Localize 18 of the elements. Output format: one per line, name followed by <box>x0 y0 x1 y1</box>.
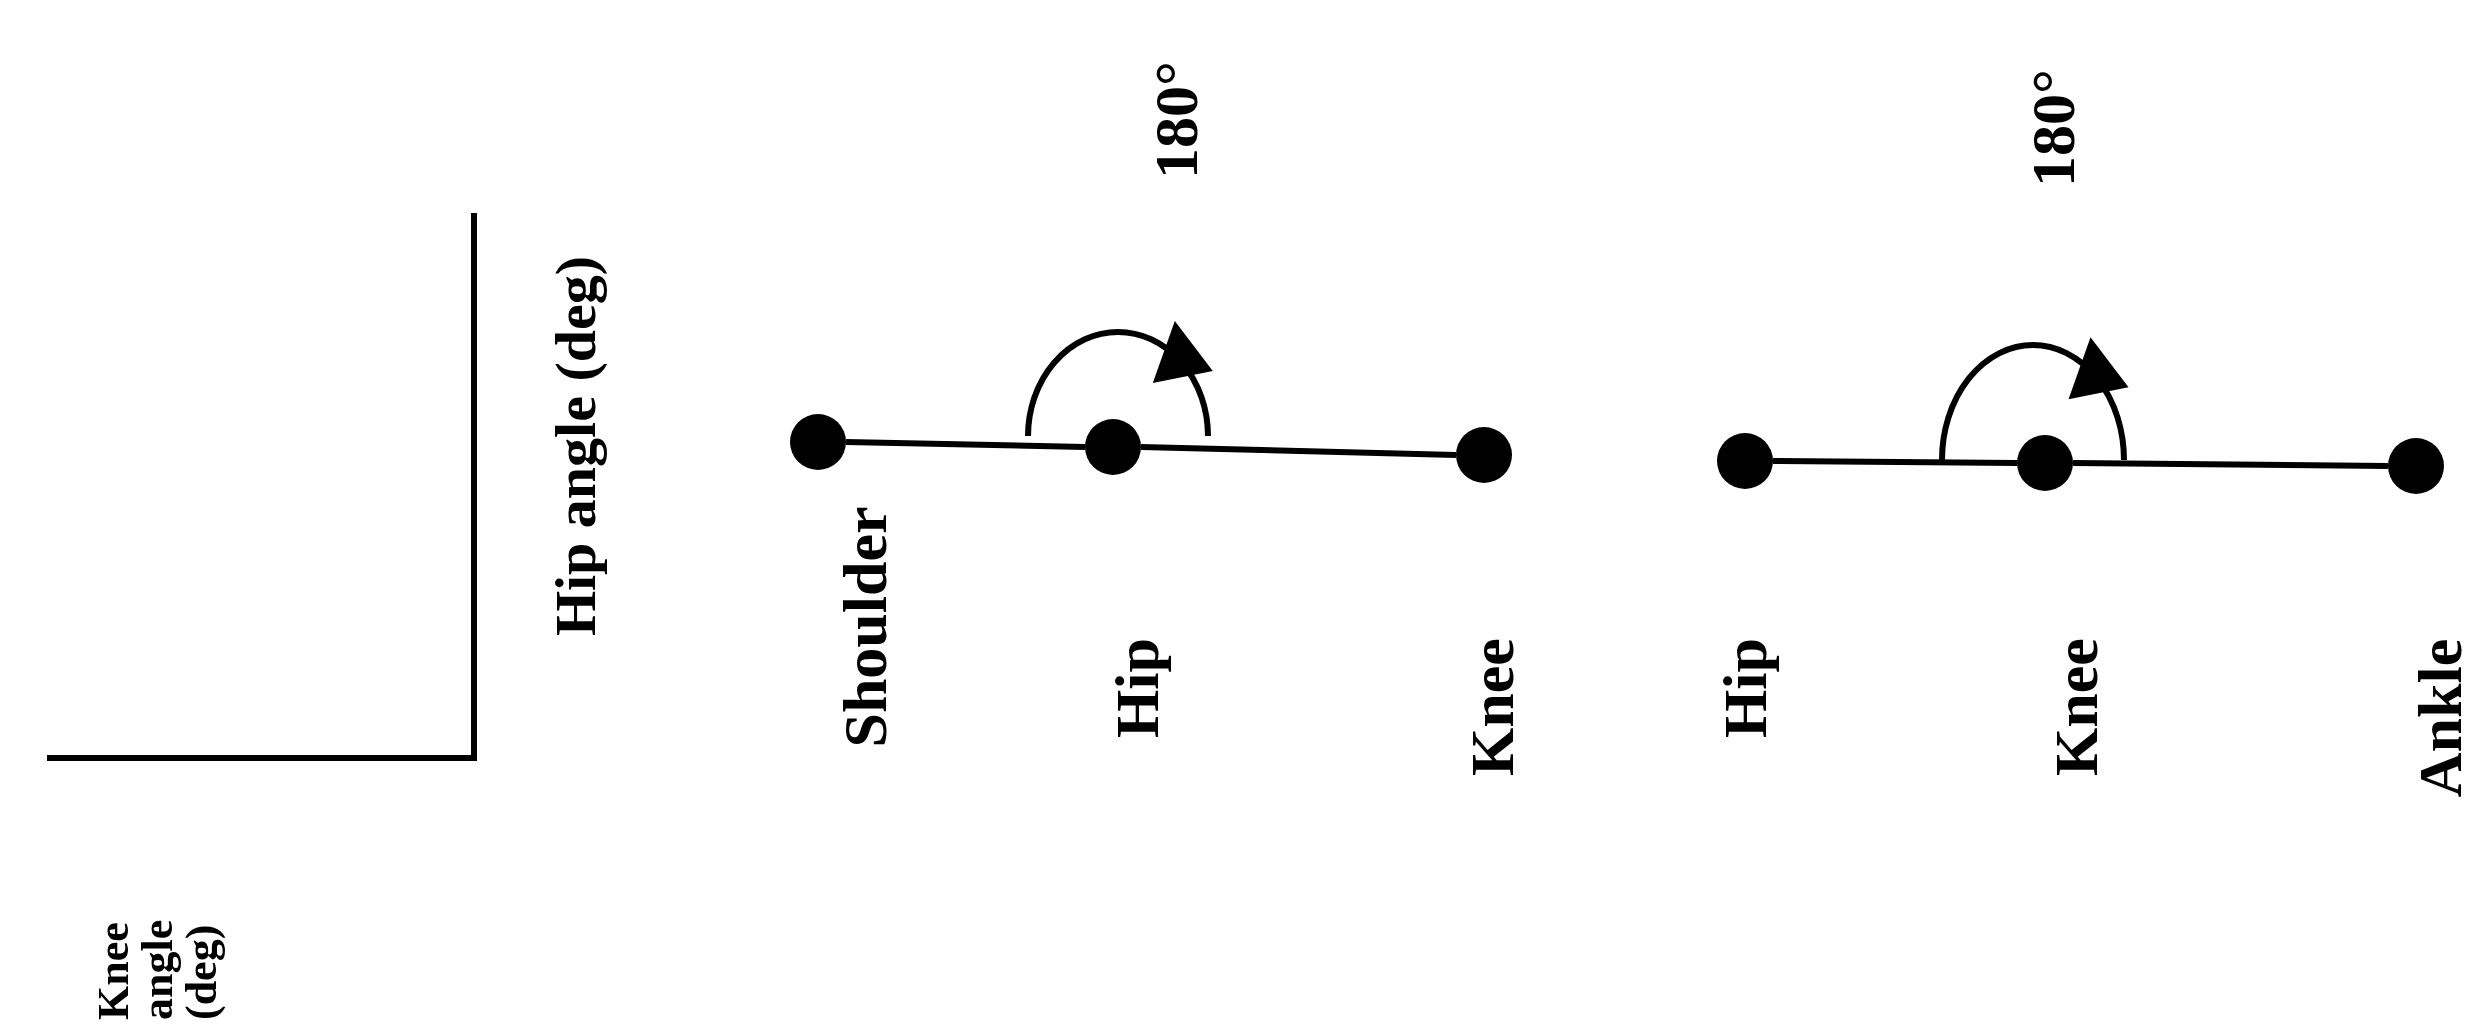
angle-label: 180° <box>1145 61 1207 179</box>
segment-line <box>845 439 1086 450</box>
joint-label: Ankle <box>2409 638 2471 798</box>
joint-dot <box>1456 427 1512 483</box>
joint-label: Knee <box>1461 638 1523 776</box>
joint-dot <box>2388 438 2444 494</box>
joint-dot <box>790 414 846 470</box>
axis-label: Knee angle (deg) <box>92 918 224 1020</box>
joint-dot <box>1717 433 1773 489</box>
joint-dot <box>1085 419 1141 475</box>
segment-line <box>1772 458 2018 466</box>
segment-line <box>2072 460 2389 469</box>
joint-label: Knee <box>2045 638 2107 776</box>
joint-dot <box>2017 435 2073 491</box>
joint-label: Shoulder <box>834 506 896 748</box>
segment-line <box>1140 444 1457 458</box>
angle-label: 180° <box>2022 69 2084 187</box>
axis-label: Hip angle (deg) <box>547 255 605 637</box>
